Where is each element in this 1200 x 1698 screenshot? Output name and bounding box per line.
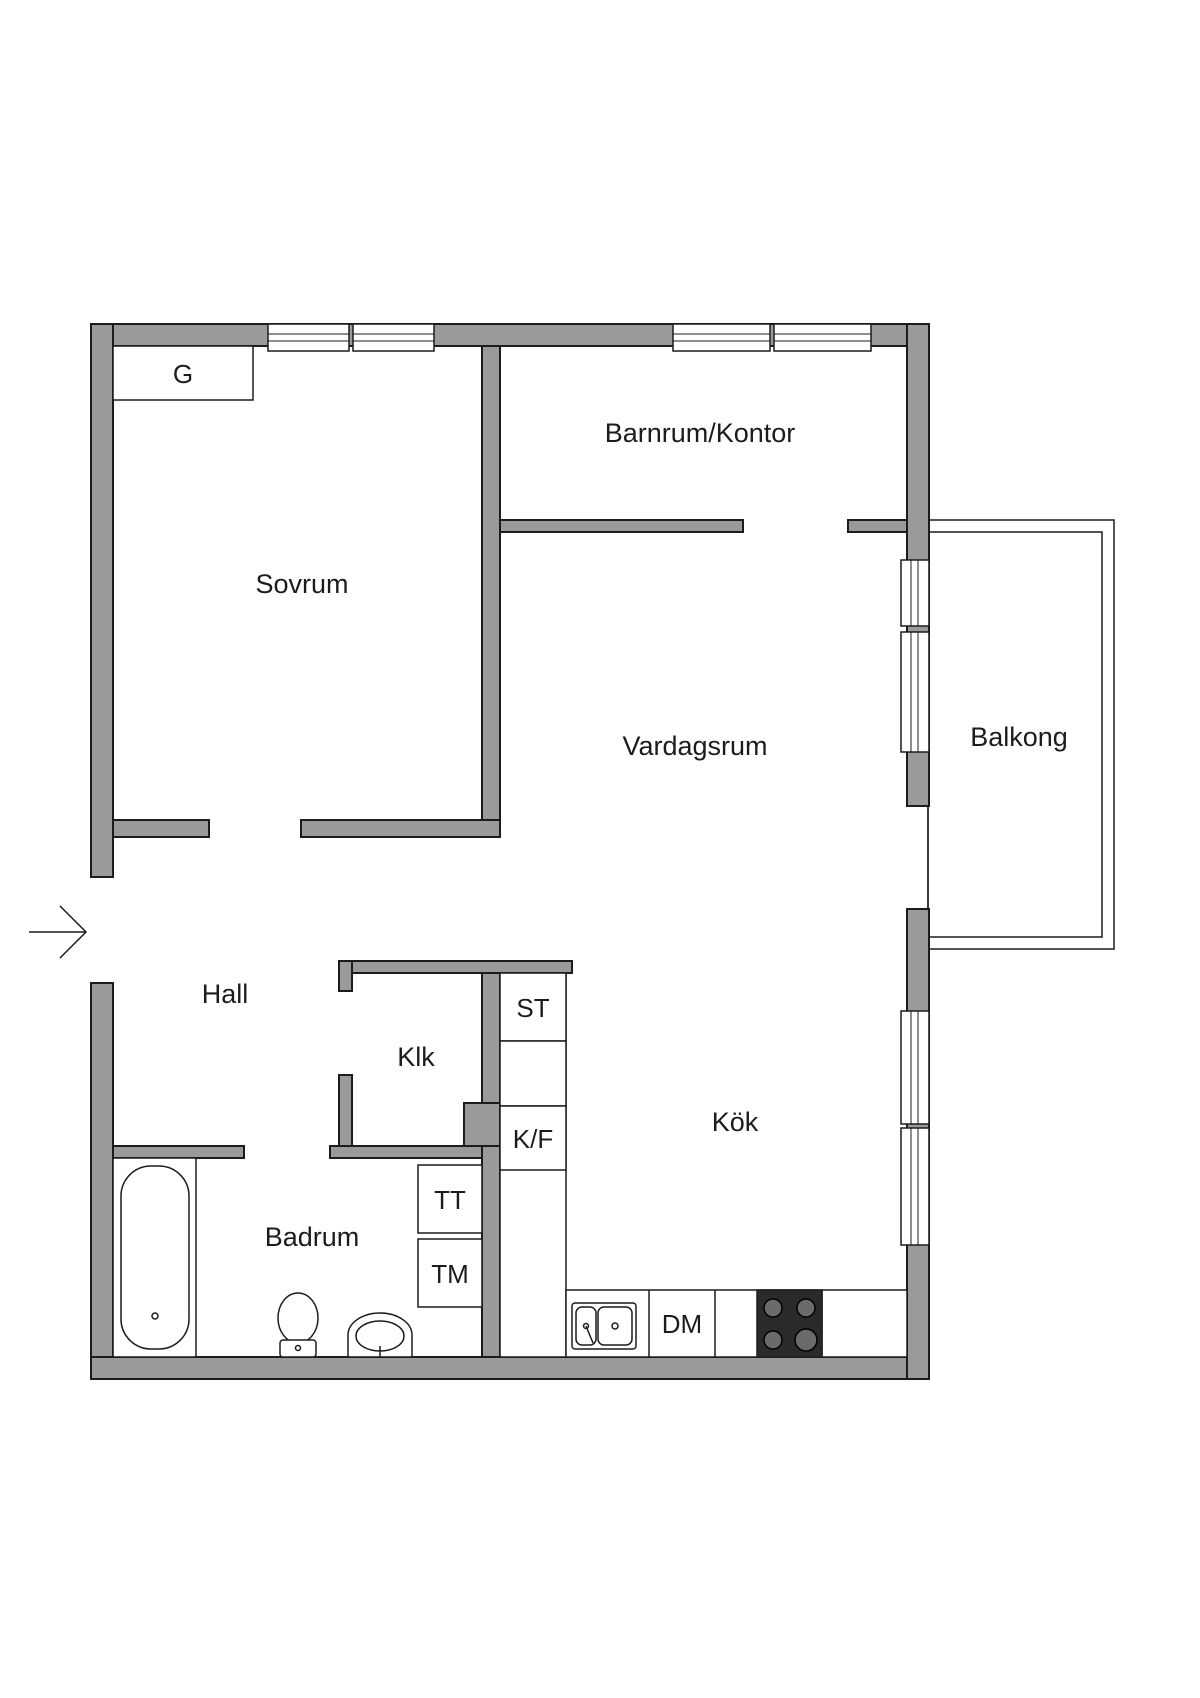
window-balcony-2 [900, 631, 930, 753]
dishwasher-label: DM [662, 1309, 702, 1339]
room-label-sovrum: Sovrum [255, 569, 348, 599]
window-balcony-1 [900, 559, 930, 627]
windows [267, 323, 930, 1246]
room-label-kok: Kök [712, 1107, 759, 1137]
stove-icon [756, 1289, 823, 1358]
entrance-arrow-icon [29, 905, 88, 959]
laundry-units [417, 1164, 483, 1308]
bathtub-icon [112, 1157, 197, 1358]
window-kitchen-1 [900, 1010, 930, 1125]
room-label-badrum: Badrum [265, 1222, 360, 1252]
kitchen-cabinets [499, 972, 908, 1358]
toilet-icon [277, 1292, 319, 1358]
window-kitchen-2 [900, 1127, 930, 1246]
room-label-balkong: Balkong [970, 722, 1068, 752]
window-top-right-1 [672, 323, 771, 352]
fridge-st-label: ST [516, 993, 549, 1023]
kitchen-sink-icon [571, 1302, 637, 1350]
dryer-label: TT [434, 1185, 466, 1215]
washbasin-icon [347, 1312, 413, 1358]
room-label-klk: Klk [397, 1042, 435, 1072]
room-label-barnrum: Barnrum/Kontor [605, 418, 796, 448]
window-top-right-2 [773, 323, 872, 352]
wardrobe-label: G [173, 359, 193, 389]
washing-machine-label: TM [431, 1259, 469, 1289]
fridge-freezer-label: K/F [513, 1124, 553, 1154]
window-top-left-1 [267, 323, 350, 352]
window-top-left-2 [352, 323, 435, 352]
wardrobe: G [112, 345, 254, 401]
room-label-hall: Hall [202, 979, 249, 1009]
room-label-vardagsrum: Vardagsrum [622, 731, 767, 761]
